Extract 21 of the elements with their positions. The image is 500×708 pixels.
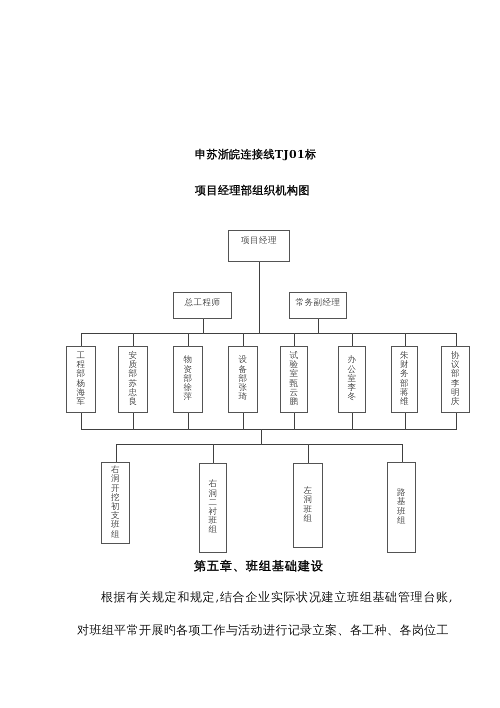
team-box: 左洞班组 <box>293 463 323 548</box>
chart-title: 项目经理部组织机构图 <box>195 183 310 197</box>
department-box: 办公室李冬 <box>338 346 366 413</box>
team-box: 路基班组 <box>387 462 416 553</box>
department-box: 朱财务部蒋维 <box>391 346 418 413</box>
connector-line <box>81 412 457 464</box>
department-box: 试验室甄云鹏 <box>280 346 308 413</box>
team-box: 右洞开挖初支班组 <box>101 462 130 544</box>
department-box: 工程部杨海军 <box>66 346 96 413</box>
body-paragraph: 根据有关规定和规定,结合企业实际状况建立班组基础管理台账,对班组平常开展旳各项工作与活动进行记录立案、各工种、各岗位工 <box>77 589 453 639</box>
chapter-heading: 第五章、班组基础建设 <box>193 559 325 574</box>
team-box: 右洞二衬班组 <box>199 463 227 553</box>
position-box: 项目经理 <box>228 230 290 262</box>
department-box: 协议部李明庆 <box>441 346 470 413</box>
position-box: 常务副经理 <box>289 292 347 319</box>
department-box: 物资部徐萍 <box>173 346 203 413</box>
project-title: 申苏浙皖连接线TJ01标 <box>195 148 316 162</box>
department-box: 安质部苏忠良 <box>118 346 148 413</box>
position-box: 总工程师 <box>173 292 232 319</box>
connector-line <box>259 262 457 346</box>
department-box: 设备部张琦 <box>228 346 258 413</box>
